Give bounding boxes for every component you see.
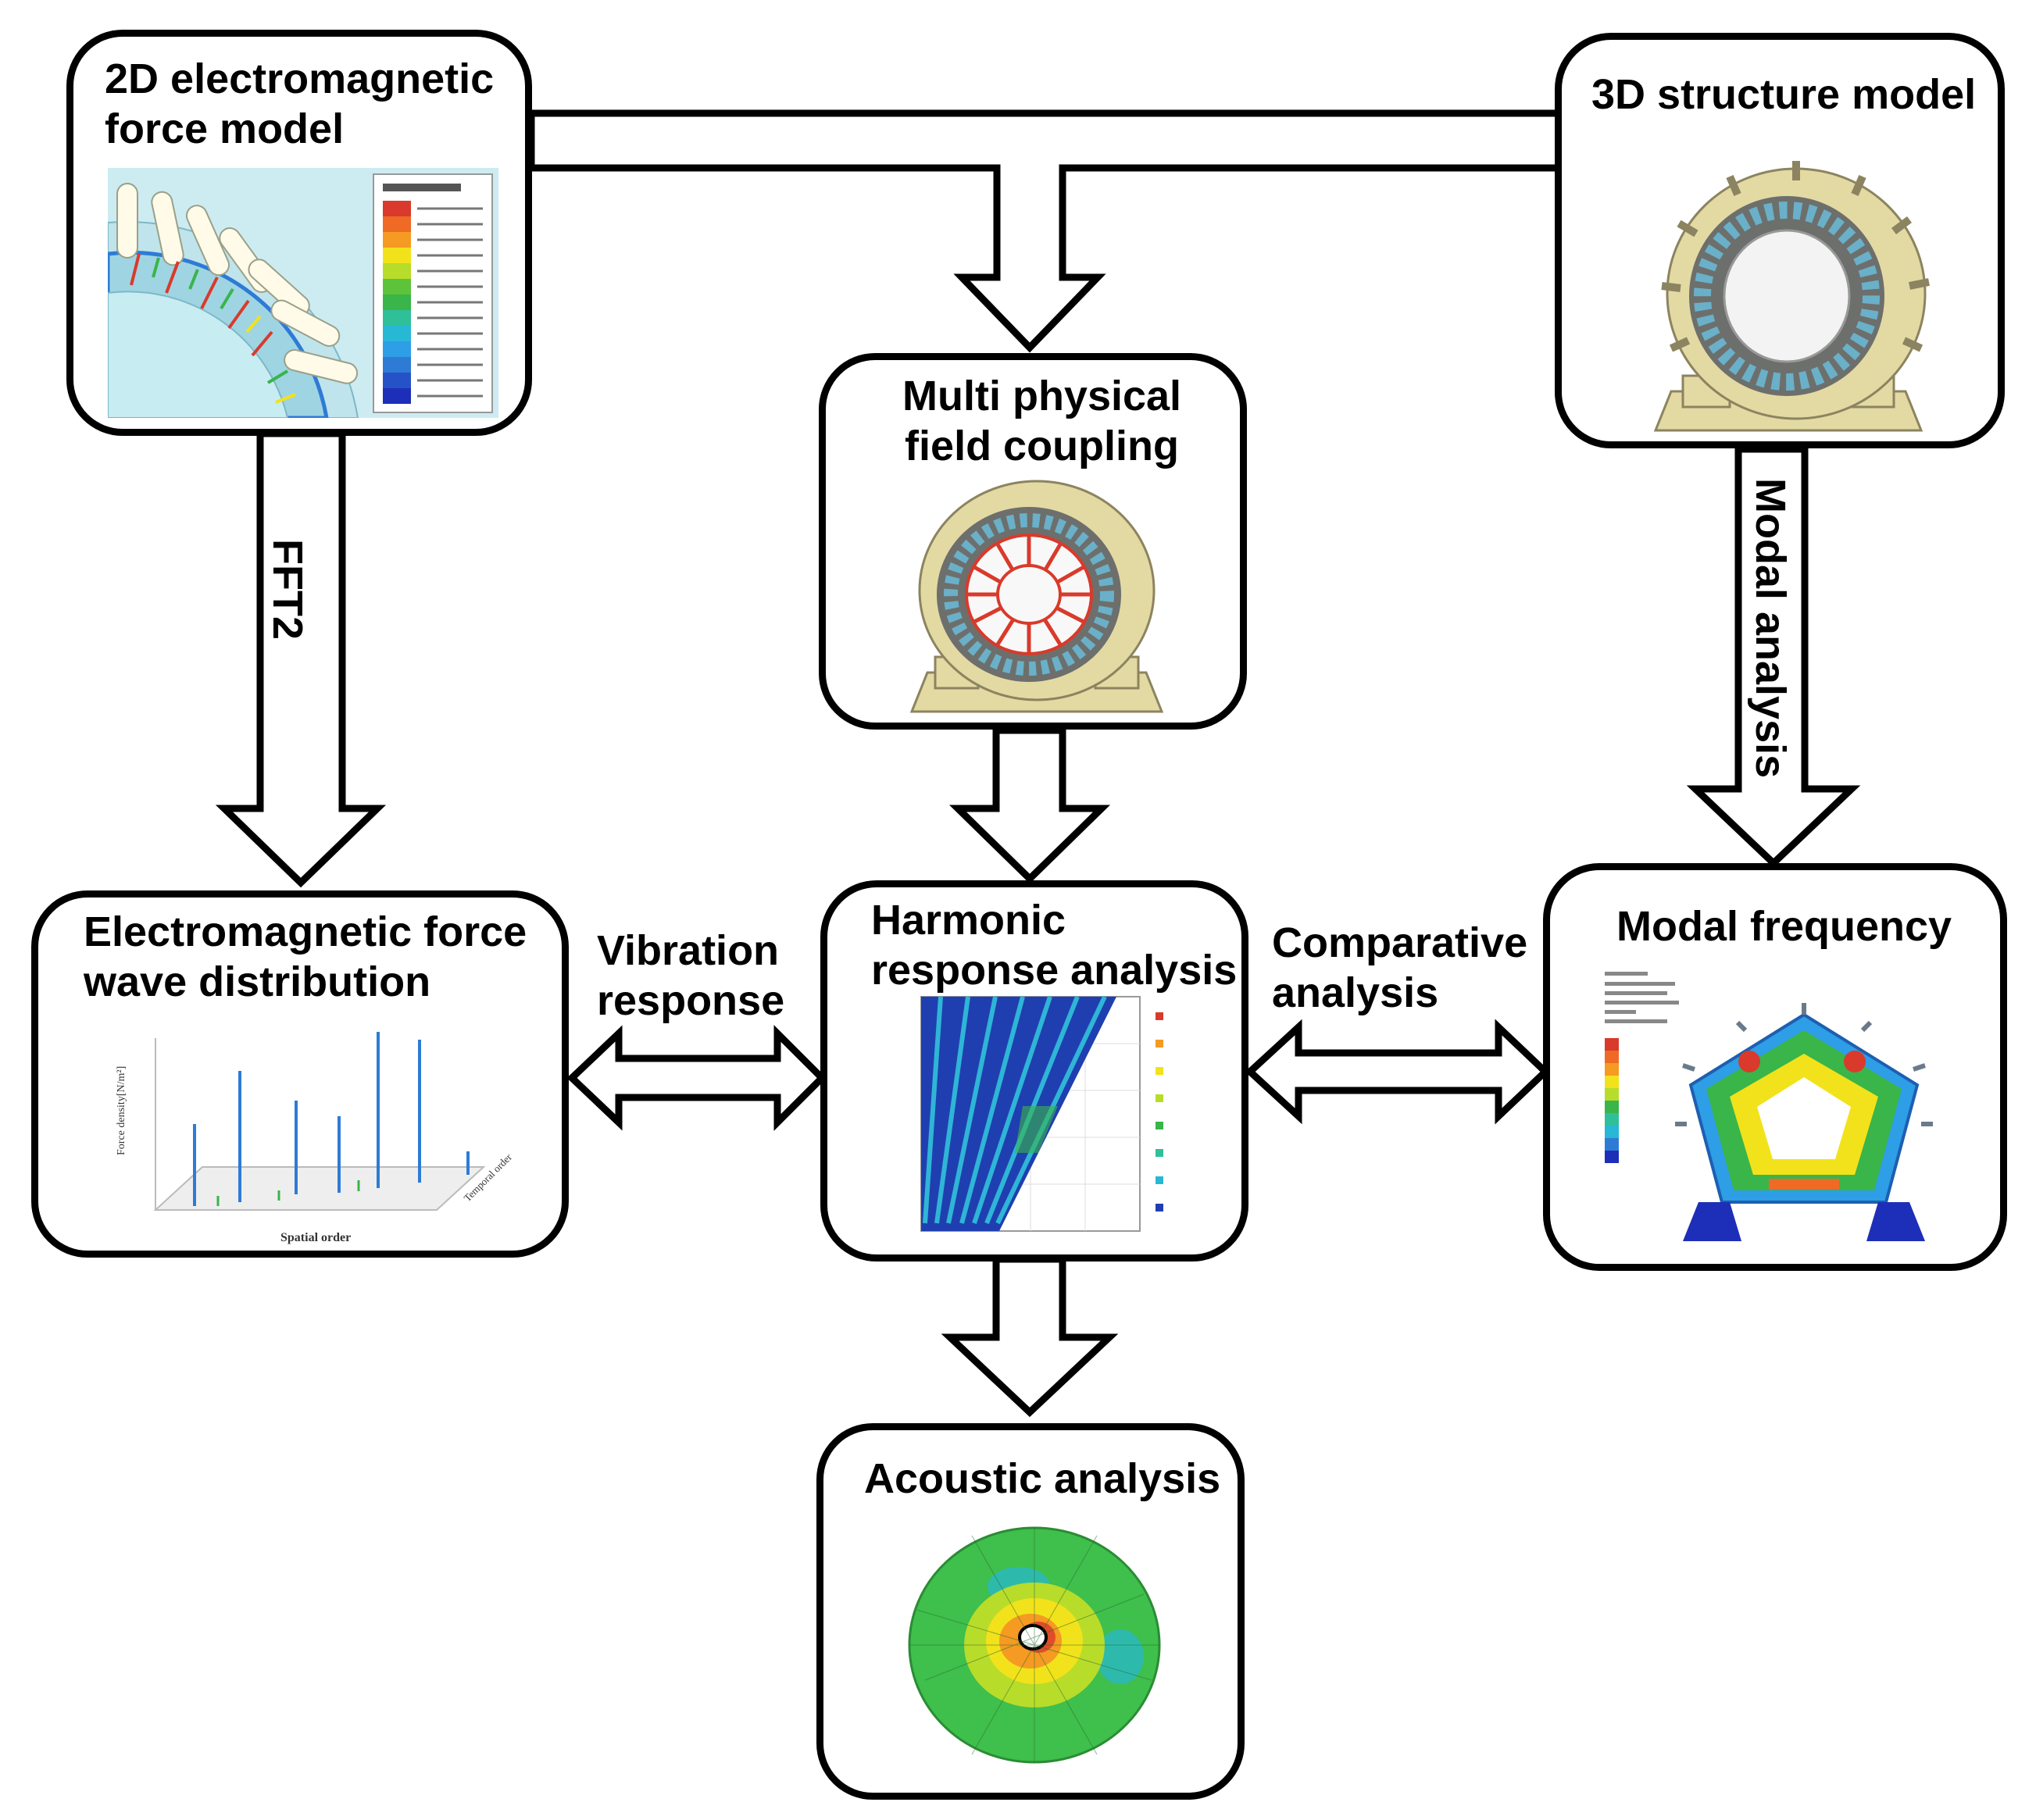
arrow-comparative-double (1245, 1019, 1551, 1125)
arrow-structure-to-modal (1686, 445, 1861, 869)
arrow-harmonic-to-acoustic (941, 1255, 1119, 1418)
node-structure-model: 3D structure model (1555, 33, 2005, 448)
force-wave-plot-image: Force density[N/m²] Spatial order Tempor… (116, 1032, 514, 1244)
edge-label-modal-analysis: Modal analysis (1747, 478, 1794, 779)
arrow-models-to-coupling (527, 109, 1563, 353)
node-acoustic: Acoustic analysis (816, 1423, 1245, 1800)
harmonic-spectrum-image (920, 995, 1163, 1232)
node-title-force-wave: Electromagnetic force wave distribution (84, 908, 527, 1005)
node-title-harmonic: Harmonic response analysis (871, 897, 1238, 994)
force-wave-xlabel: Spatial order (280, 1231, 351, 1244)
node-harmonic: Harmonic response analysis (820, 880, 1248, 1262)
arrow-em-to-forcewave (215, 430, 387, 888)
modal-shape-image (1605, 972, 1933, 1241)
arrow-vibration-double (566, 1025, 827, 1131)
node-title-coupling: Multi physical field coupling (902, 373, 1182, 469)
structure-machine-image (1653, 161, 1930, 432)
acoustic-field-image (908, 1526, 1161, 1764)
coupling-machine-image (909, 480, 1164, 713)
node-title-em-model: 2D electromagnetic force model (105, 55, 495, 152)
force-wave-ylabel: Force density[N/m²] (116, 1066, 127, 1155)
node-coupling: Multi physical field coupling (819, 353, 1247, 730)
node-title-modal-frequency: Modal frequency (1616, 903, 1952, 950)
node-em-model: 2D electromagnetic force model (66, 30, 532, 436)
em-field-image (108, 168, 498, 418)
node-title-structure-model: 3D structure model (1591, 71, 1977, 118)
edge-label-fft: FFT2 (264, 539, 311, 640)
node-force-wave: Electromagnetic force wave distribution … (31, 890, 569, 1258)
node-modal-frequency: Modal frequency (1543, 863, 2007, 1271)
edge-label-vibration: Vibration response (597, 927, 785, 1024)
node-title-acoustic: Acoustic analysis (864, 1455, 1221, 1502)
edge-label-comparative: Comparative analysis (1272, 919, 1528, 1016)
arrow-coupling-to-harmonic (948, 726, 1111, 884)
